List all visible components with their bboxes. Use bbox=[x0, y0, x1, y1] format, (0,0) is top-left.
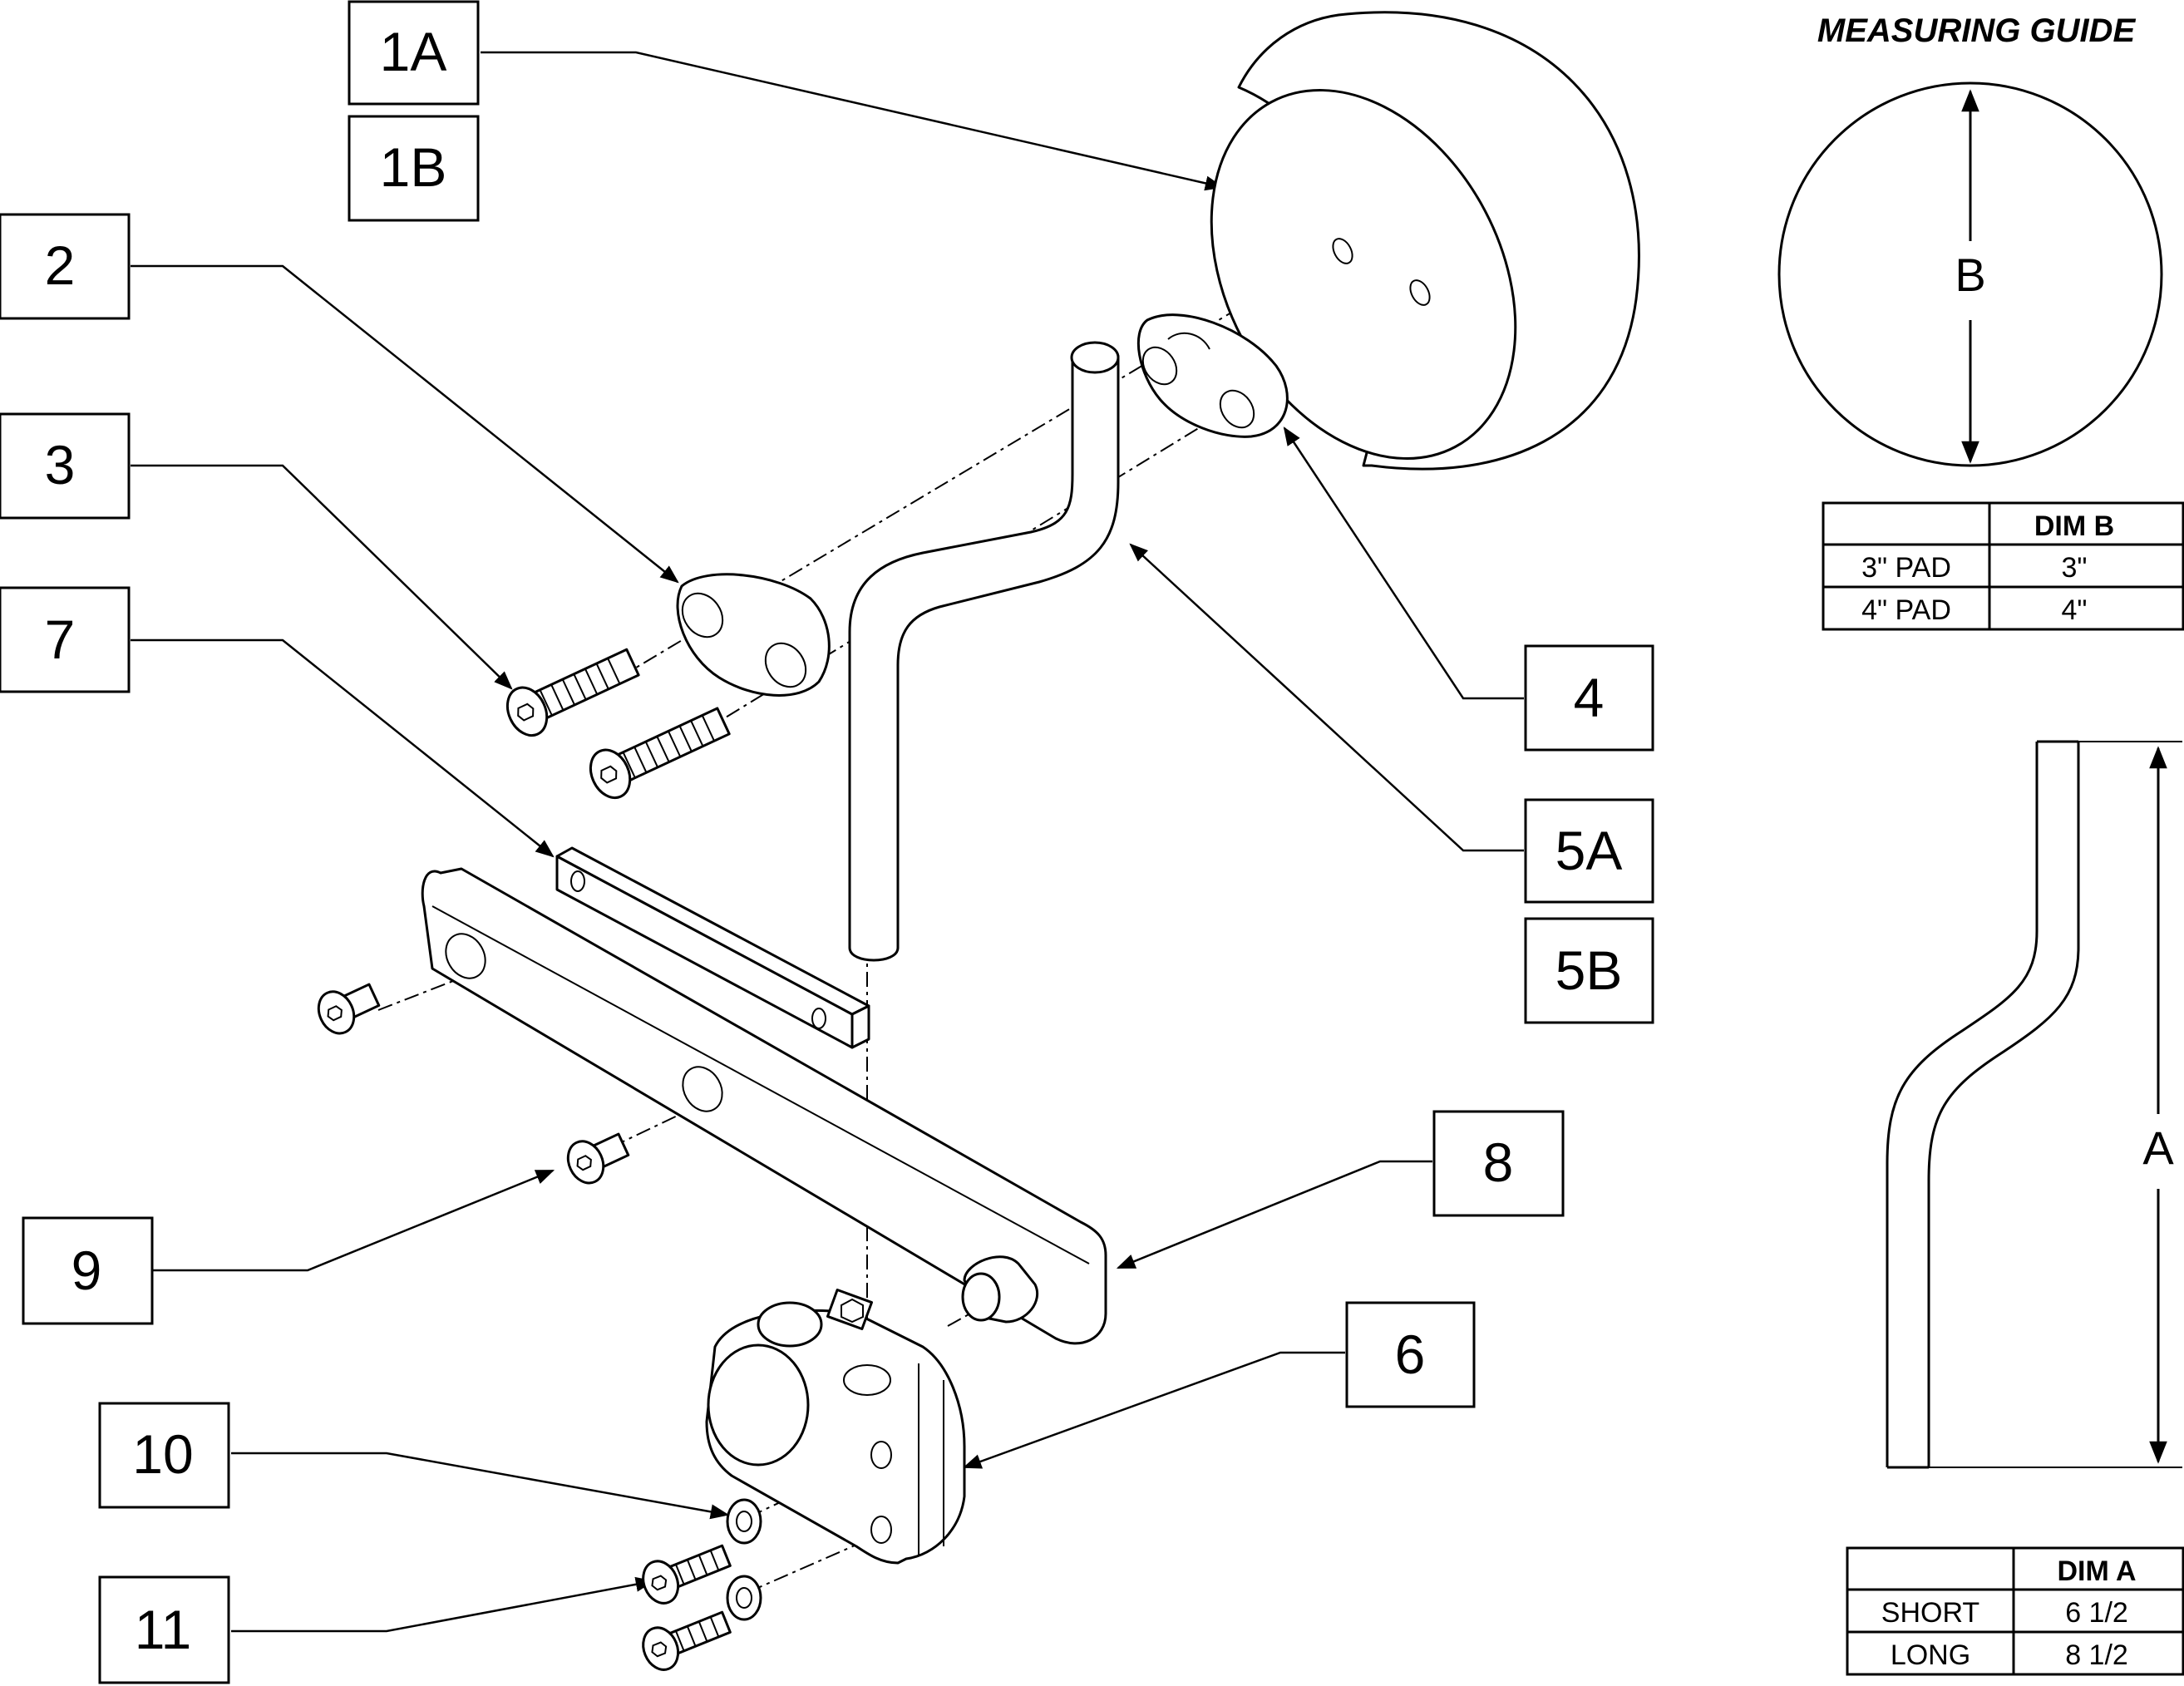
callout-1a: 1A bbox=[348, 0, 480, 106]
button-screws-9 bbox=[317, 983, 630, 1185]
svg-text:4: 4 bbox=[1574, 667, 1605, 728]
socket-screws-3 bbox=[505, 648, 731, 800]
svg-text:5A: 5A bbox=[1555, 820, 1623, 881]
dim-b-row1-value: 3" bbox=[2062, 552, 2088, 584]
mount-bar-8 bbox=[421, 867, 1107, 1345]
strip-7 bbox=[555, 846, 870, 1049]
measuring-guide: MEASURING GUIDE B DIM B 3" PAD 3" 4" PAD… bbox=[1777, 12, 2184, 1676]
callout-11: 11 bbox=[98, 1575, 230, 1684]
tube-clamp-2 bbox=[676, 573, 831, 697]
pad-bracket-4 bbox=[1136, 313, 1289, 438]
dim-a-row2-value: 8 1/2 bbox=[2065, 1639, 2128, 1671]
svg-text:5B: 5B bbox=[1555, 939, 1623, 1001]
callout-7: 7 bbox=[0, 586, 131, 693]
svg-text:1A: 1A bbox=[380, 21, 447, 82]
dim-a-table: DIM A SHORT 6 1/2 LONG 8 1/2 bbox=[1846, 1546, 2184, 1676]
dim-a-header: DIM A bbox=[2057, 1555, 2136, 1587]
svg-text:10: 10 bbox=[132, 1423, 193, 1485]
clamp-block-6 bbox=[705, 1289, 966, 1565]
svg-text:11: 11 bbox=[135, 1599, 192, 1660]
svg-text:2: 2 bbox=[45, 234, 76, 296]
callout-10: 10 bbox=[98, 1402, 230, 1509]
dim-b-header: DIM B bbox=[2034, 510, 2114, 542]
callout-2: 2 bbox=[0, 213, 131, 320]
dim-b-row1-label: 3" PAD bbox=[1861, 552, 1951, 584]
pad-1a bbox=[1210, 11, 1640, 471]
svg-text:3: 3 bbox=[45, 434, 76, 495]
svg-text:7: 7 bbox=[45, 609, 76, 670]
dim-a-row2-label: LONG bbox=[1891, 1639, 1970, 1671]
leader-lines bbox=[131, 51, 1524, 1633]
callout-9: 9 bbox=[22, 1216, 154, 1325]
dim-a-letter: A bbox=[2142, 1122, 2174, 1174]
button-screws-11 bbox=[642, 1544, 732, 1671]
svg-text:1B: 1B bbox=[380, 136, 447, 198]
svg-text:8: 8 bbox=[1483, 1131, 1514, 1193]
dim-a-tube-profile: A bbox=[1886, 740, 2182, 1469]
svg-text:6: 6 bbox=[1395, 1324, 1426, 1385]
dim-b-table: DIM B 3" PAD 3" 4" PAD 4" bbox=[1822, 501, 2184, 631]
dim-a-row1-label: SHORT bbox=[1881, 1597, 1979, 1629]
callout-4: 4 bbox=[1524, 644, 1654, 752]
dim-b-row2-value: 4" bbox=[2062, 594, 2088, 626]
callout-1b: 1B bbox=[348, 115, 480, 222]
measuring-guide-title: MEASURING GUIDE bbox=[1817, 12, 2137, 49]
callout-3: 3 bbox=[0, 412, 131, 520]
washers-10 bbox=[726, 1498, 762, 1621]
bent-tube-5 bbox=[848, 341, 1120, 962]
dim-a-row1-value: 6 1/2 bbox=[2065, 1597, 2128, 1629]
callout-8: 8 bbox=[1432, 1110, 1565, 1217]
callout-6: 6 bbox=[1345, 1301, 1476, 1408]
dim-b-letter: B bbox=[1955, 249, 1985, 301]
svg-text:9: 9 bbox=[71, 1240, 102, 1301]
callout-5a: 5A bbox=[1524, 798, 1654, 904]
dim-b-row2-label: 4" PAD bbox=[1861, 594, 1951, 626]
callout-5b: 5B bbox=[1524, 917, 1654, 1024]
dim-b-circle: B bbox=[1777, 81, 2163, 467]
